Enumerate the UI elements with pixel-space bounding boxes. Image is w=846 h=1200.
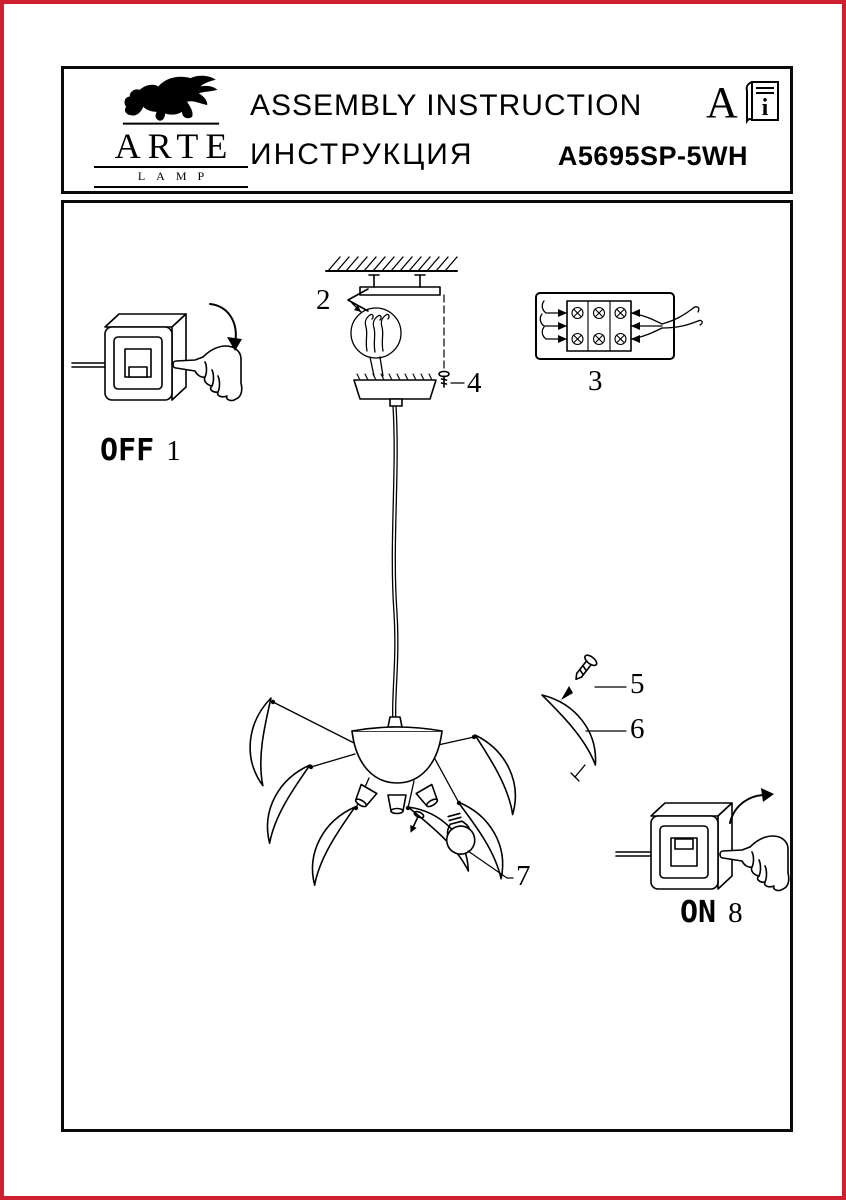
step-label-3: 3: [588, 365, 603, 397]
canopy: [353, 373, 437, 407]
step-number-8: 8: [728, 897, 743, 929]
revision-letter: A: [706, 78, 738, 127]
screw-5: [575, 654, 598, 681]
switch-on-illustration: [615, 788, 790, 892]
brand-name: ARTE: [114, 126, 235, 166]
leader-line-7: [467, 850, 514, 879]
chandelier-body: [246, 695, 528, 887]
brand-subname: LAMP: [137, 169, 216, 183]
off-word: OFF: [100, 433, 155, 468]
brand-divider-bottom: [94, 186, 248, 188]
screw-5-arrow-icon: [561, 686, 573, 700]
manual-booklet-icon: i: [745, 81, 779, 125]
step-label-5: 5: [630, 668, 645, 700]
wire-twist-detail: [350, 302, 402, 377]
model-code: A5695SP-5WH: [557, 141, 748, 171]
title-russian: ИНСТРУКЦИЯ: [250, 138, 474, 171]
diagram-box: OFF 1 2 3 4 5 6 7 ON 8: [61, 200, 793, 1132]
step-number-1: 1: [166, 435, 181, 467]
terminal-block: [535, 292, 703, 360]
step-label-2: 2: [316, 284, 331, 316]
header: ARTE LAMP ASSEMBLY INSTRUCTION ИНСТРУКЦИ…: [61, 66, 793, 194]
step-label-on: ON 8: [680, 895, 743, 930]
winged-lion-icon: [122, 75, 220, 125]
step-label-4: 4: [467, 367, 482, 399]
bulb-screw: [410, 810, 425, 833]
step-label-6: 6: [630, 713, 645, 745]
bulb: [445, 812, 476, 855]
leaf-shade-6: [541, 683, 609, 782]
pendant-wire: [387, 405, 403, 728]
mounting-bracket: [359, 274, 445, 370]
step-label-off: OFF 1: [100, 433, 181, 468]
brand-divider: [94, 166, 248, 168]
step-label-7: 7: [516, 860, 531, 892]
rotate-arrow-icon: [729, 788, 774, 824]
spotlight-cups: [351, 783, 442, 815]
assembly-diagram: [71, 256, 790, 892]
leaf-pin: [570, 764, 586, 782]
brand-logo-block: ARTE LAMP: [82, 71, 260, 188]
rotate-arrow-icon: [209, 303, 242, 351]
screw-4: [438, 370, 450, 388]
info-letter: i: [762, 95, 769, 121]
ceiling-hatching: [325, 256, 458, 272]
title-english: ASSEMBLY INSTRUCTION: [250, 89, 643, 122]
document-titles: ASSEMBLY INSTRUCTION ИНСТРУКЦИЯ: [250, 89, 642, 172]
leaf-shades: [246, 695, 528, 887]
switch-off-illustration: [71, 303, 243, 402]
on-word: ON: [680, 895, 717, 930]
